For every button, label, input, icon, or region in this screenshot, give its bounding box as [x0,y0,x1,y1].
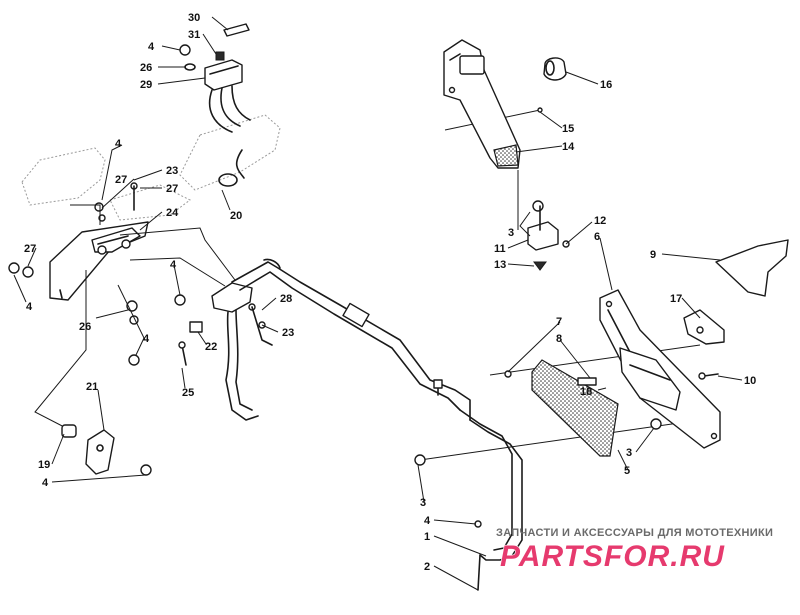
callout-31: 31 [188,29,200,41]
callout-3: 3 [508,227,514,239]
callout-4: 4 [115,138,122,150]
callout-19: 19 [38,459,50,471]
callout-27: 27 [24,243,36,255]
callout-29: 29 [140,79,152,91]
callout-14: 14 [562,141,575,153]
control-block-assembly [179,23,251,187]
assembly-guide-lines [34,109,701,461]
callout-2: 2 [424,561,430,573]
callout-22: 22 [205,341,217,353]
callout-25: 25 [182,387,194,399]
callout-27: 27 [166,183,178,195]
main-frame-tube [231,258,523,591]
callout-10: 10 [744,375,756,387]
callout-26: 26 [140,62,152,74]
callout-7: 7 [556,316,562,328]
callout-3: 3 [420,497,426,509]
callout-16: 16 [600,79,612,91]
lower-left-arm [61,424,152,476]
watermark-tagline: ЗАПЧАСТИ И АКСЕССУАРЫ ДЛЯ МОТОТЕХНИКИ [496,527,773,539]
callout-30: 30 [188,12,200,24]
callout-24: 24 [166,207,179,219]
callout-4: 4 [424,515,431,527]
callout-6: 6 [594,231,600,243]
callout-12: 12 [594,215,606,227]
callout-18: 18 [580,386,592,398]
hatched-plate [504,359,719,457]
handlebar-bracket [189,282,273,421]
callout-4: 4 [26,301,33,313]
callout-4: 4 [148,41,155,53]
callout-20: 20 [230,210,242,222]
callout-15: 15 [562,123,574,135]
callout-4: 4 [143,333,150,345]
watermark-logo: PARTSFOR.RU [500,540,725,573]
right-panel-assembly [599,239,789,449]
callout-27: 27 [115,174,127,186]
callout-26: 26 [79,321,91,333]
callout-17: 17 [670,293,682,305]
callout-13: 13 [494,259,506,271]
callout-4: 4 [170,259,177,271]
callout-4: 4 [42,477,49,489]
watermark: ЗАПЧАСТИ И АКСЕССУАРЫ ДЛЯ МОТОТЕХНИКИ PA… [496,527,773,574]
ghost-background-parts [21,114,281,221]
callout-5: 5 [624,465,630,477]
callout-1: 1 [424,531,430,543]
callout-11: 11 [494,243,506,255]
callout-28: 28 [280,293,292,305]
mid-right-bracket [527,200,570,271]
callout-leaders [13,16,743,591]
callout-21: 21 [86,381,98,393]
callout-3: 3 [626,447,632,459]
upper-right-bracket [443,39,567,169]
left-mounting-plate [8,182,187,366]
callout-9: 9 [650,249,656,261]
callout-23: 23 [282,327,294,339]
callout-labels: 30 31 4 26 29 20 4 27 23 27 24 27 4 4 26… [24,12,756,573]
callout-8: 8 [556,333,562,345]
callout-23: 23 [166,165,178,177]
